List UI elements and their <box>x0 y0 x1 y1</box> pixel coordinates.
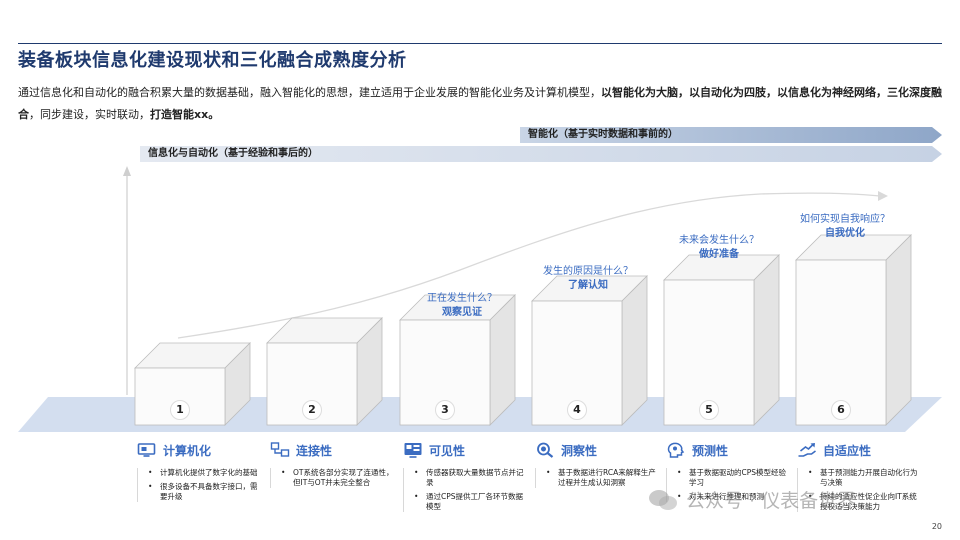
info-automation-band: 信息化与自动化（基于经验和事后的） <box>140 146 942 162</box>
capability-label: 洞察性 <box>561 443 598 458</box>
capability-bullet: 通过CPS提供工厂各环节数据模型 <box>412 492 528 512</box>
capability-label: 计算机化 <box>163 443 212 458</box>
capability-header: 预测性 <box>666 440 791 460</box>
step-number: 5 <box>699 400 719 420</box>
capability-column: 计算机化计算机化提供了数字化的基础很多设备不具备数字接口，需要升级 <box>137 440 262 506</box>
step-number: 4 <box>567 400 587 420</box>
watermark-text: 公众号 · 仪表备世界 <box>686 490 857 512</box>
capability-column: 可见性传感器获取大量数据节点并记录通过CPS提供工厂各环节数据模型 <box>403 440 528 516</box>
intro-bold-1: 以智能化为大脑，以自动化为四肢，以信息化为神经网络，三化深度融合 <box>18 86 942 121</box>
question-text: 如何实现自我响应？ <box>800 214 890 225</box>
capability-bullet: 计算机化提供了数字化的基础 <box>146 468 262 478</box>
answer-text: 了解认知 <box>568 280 608 291</box>
hand-growth-icon <box>798 443 816 457</box>
capability-column: 洞察性基于数据进行RCA来解释生产过程并生成认知洞察 <box>535 440 660 492</box>
capability-column: 预测性基于数据驱动的CPS模型经验学习对未来进行推理和预测 <box>666 440 791 506</box>
step-box-side <box>621 275 648 426</box>
capability-header: 连接性 <box>270 440 395 460</box>
title-rule <box>18 43 942 44</box>
capability-bullet: 持续的适应性促企业向IT系统授权适当决策能力 <box>806 492 922 512</box>
step-number: 2 <box>302 400 322 420</box>
capability-bullets: 基于数据进行RCA来解释生产过程并生成认知洞察 <box>535 468 660 488</box>
step-box-front <box>795 259 887 426</box>
question-label: 正在发生什么？ 观察见证 <box>397 292 527 320</box>
intro-bold-2: 打造智能xx。 <box>150 108 220 121</box>
dashboard-icon <box>404 443 422 458</box>
step-number: 1 <box>170 400 190 420</box>
capability-column: 自适应性基于预测能力开展自动化行为与决策持续的适应性促企业向IT系统授权适当决策… <box>797 440 922 516</box>
question-label: 未来会发生什么？ 做好准备 <box>654 234 784 262</box>
capability-bullets: 传感器获取大量数据节点并记录通过CPS提供工厂各环节数据模型 <box>403 468 528 512</box>
capability-bullets: 计算机化提供了数字化的基础很多设备不具备数字接口，需要升级 <box>137 468 262 502</box>
axis-arrowhead <box>123 166 131 176</box>
computer-icon <box>137 443 156 457</box>
capability-label: 可见性 <box>429 443 466 458</box>
intro-text-2: ，同步建设，实时联动， <box>29 108 150 121</box>
intro-text-1: 通过信息化和自动化的融合积累大量的数据基础，融入智能化的思想，建立适用于企业发展… <box>18 86 601 99</box>
page-number: 20 <box>931 522 942 531</box>
capability-bullet: 基于数据进行RCA来解释生产过程并生成认知洞察 <box>544 468 660 488</box>
capability-bullet: 很多设备不具备数字接口，需要升级 <box>146 482 262 502</box>
intro-paragraph: 通过信息化和自动化的融合积累大量的数据基础，融入智能化的思想，建立适用于企业发展… <box>18 82 942 126</box>
curve-arrowhead <box>878 191 888 201</box>
question-label: 发生的原因是什么？ 了解认知 <box>523 265 653 293</box>
step-box-side <box>753 254 780 426</box>
capability-header: 可见性 <box>403 440 528 460</box>
capability-header: 自适应性 <box>797 440 922 460</box>
answer-text: 做好准备 <box>699 249 739 260</box>
wechat-icon <box>649 489 677 510</box>
question-text: 正在发生什么？ <box>427 293 497 304</box>
page-title: 装备板块信息化建设现状和三化融合成熟度分析 <box>18 50 407 71</box>
answer-text: 自我优化 <box>825 228 865 239</box>
capability-label: 连接性 <box>296 443 333 458</box>
question-label: 如何实现自我响应？ 自我优化 <box>780 213 910 241</box>
maturity-curve <box>177 192 881 339</box>
smart-band: 智能化（基于实时数据和事前的） <box>520 127 942 143</box>
capability-label: 自适应性 <box>823 443 872 458</box>
capability-bullet: 基于数据驱动的CPS模型经验学习 <box>675 468 791 488</box>
watermark: 公众号 · 仪表备世界 <box>648 486 856 513</box>
magnifier-icon <box>537 442 554 458</box>
step-number: 3 <box>435 400 455 420</box>
network-icon <box>270 442 290 457</box>
head-icon <box>667 442 685 458</box>
capability-bullet: 对未来进行推理和预测 <box>675 492 791 502</box>
answer-text: 观察见证 <box>442 307 482 318</box>
capability-bullets: 基于数据驱动的CPS模型经验学习对未来进行推理和预测 <box>666 468 791 502</box>
capability-header: 洞察性 <box>535 440 660 460</box>
capability-bullet: 基于预测能力开展自动化行为与决策 <box>806 468 922 488</box>
capability-column: 连接性 OT系统各部分实现了连通性，但IT与OT并未完全整合 <box>270 440 395 492</box>
step-box-side <box>885 234 912 426</box>
capability-label: 预测性 <box>692 443 729 458</box>
capability-bullet: 传感器获取大量数据节点并记录 <box>412 468 528 488</box>
question-text: 未来会发生什么？ <box>679 235 759 246</box>
capability-bullets: OT系统各部分实现了连通性，但IT与OT并未完全整合 <box>270 468 395 488</box>
capability-bullets: 基于预测能力开展自动化行为与决策持续的适应性促企业向IT系统授权适当决策能力 <box>797 468 922 512</box>
capability-header: 计算机化 <box>137 440 262 460</box>
question-text: 发生的原因是什么？ <box>543 266 633 277</box>
capability-bullet: OT系统各部分实现了连通性，但IT与OT并未完全整合 <box>279 468 395 488</box>
step-number: 6 <box>831 400 851 420</box>
